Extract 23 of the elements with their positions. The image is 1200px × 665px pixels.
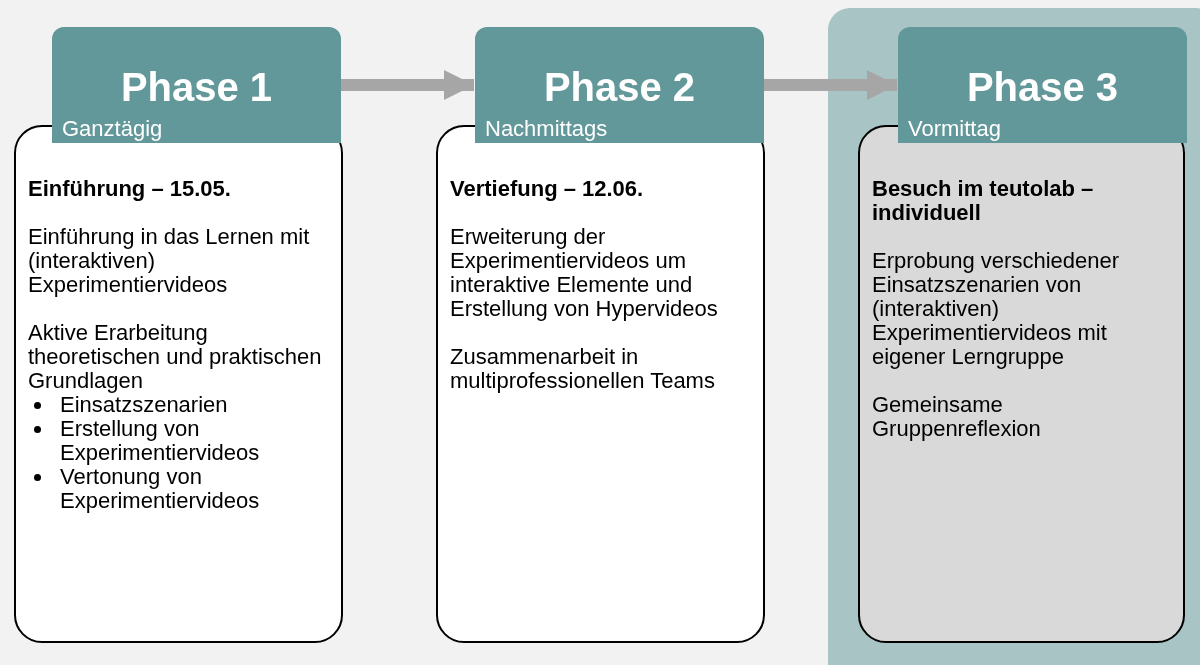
- phase-header-box: [52, 27, 341, 143]
- phase-title: Phase 1: [119, 65, 274, 109]
- bullet-item: Einsatzszenarien: [28, 393, 329, 417]
- phase-subtitle: Ganztägig: [62, 117, 163, 141]
- phase-title: Phase 3: [965, 65, 1120, 109]
- content-heading: Besuch im teutolab – individuell: [872, 177, 1095, 225]
- content-paragraph: Gemeinsame Gruppenreflexion: [872, 393, 1042, 441]
- phase-subtitle: Nachmittags: [485, 117, 608, 141]
- phase-header-box: [475, 27, 764, 143]
- content-paragraph: Erprobung verschiedener Einsatzszenarien von (interaktiven) Experimentiervideos mit eigener Lerngruppe: [872, 249, 1121, 369]
- content-paragraph: Zusammenarbeit in multiprofessionellen Teams: [450, 345, 716, 393]
- phase-title: Phase 2: [542, 65, 697, 109]
- content-heading: Vertiefung – 12.06.: [450, 177, 645, 201]
- content-paragraph: Einführung in das Lernen mit (interaktiven) Experimentiervideos: [28, 225, 311, 297]
- content-heading: Einführung – 15.05.: [28, 177, 232, 201]
- content-paragraph: Erweiterung der Experimentiervideos um interaktive Elemente und Erstellung von Hypervideos: [450, 225, 719, 321]
- bullet-item: Erstellung von Experimentiervideos: [28, 417, 329, 465]
- arrow: [764, 70, 897, 100]
- phase-subtitle: Vormittag: [908, 117, 1001, 141]
- arrow: [341, 70, 474, 100]
- bullet-item: Vertonung von Experimentiervideos: [28, 465, 329, 513]
- content-paragraph: Aktive Erarbeitung theoretischen und praktischen Grundlagen: [28, 321, 323, 393]
- phase-header-box: [898, 27, 1187, 143]
